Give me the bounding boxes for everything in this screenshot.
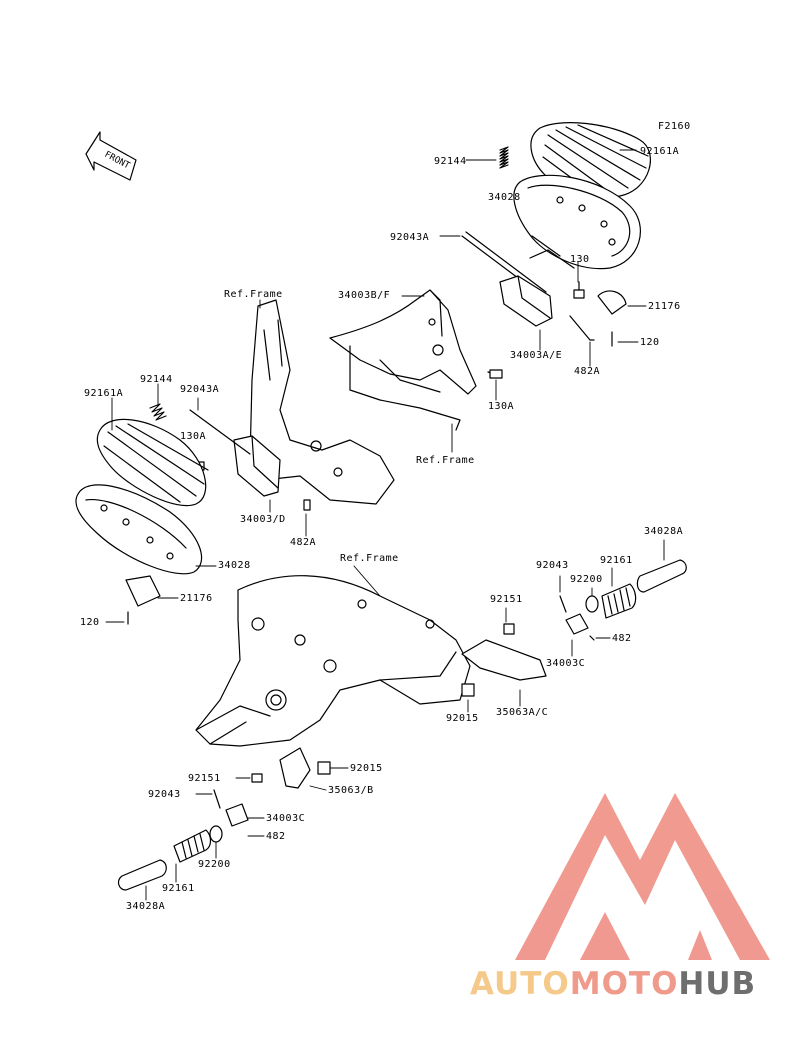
part-label-35063b: 35063/B (328, 785, 374, 796)
washer-92200-right (585, 595, 599, 613)
bolt-92151-left (251, 773, 263, 783)
nut-92015-right (461, 683, 475, 697)
part-label-120-left: 120 (80, 617, 100, 628)
part-label-34003c-left: 34003C (266, 813, 306, 824)
bracket-35063ac (461, 639, 547, 681)
part-label-34003ae: 34003A/E (510, 350, 563, 361)
front-arrow-icon (85, 131, 137, 181)
part-label-21176-left: 21176 (180, 593, 213, 604)
part-label-92200-right: 92200 (570, 574, 603, 585)
part-label-92161a-left: 92161A (84, 388, 124, 399)
part-label-92043-right: 92043 (536, 560, 569, 571)
part-label-34028-right: 34028 (488, 192, 521, 203)
part-label-92200-left: 92200 (198, 859, 231, 870)
clevis-34003c-left (225, 803, 249, 827)
watermark-auto: AUTO (470, 966, 570, 1002)
part-label-34028-left: 34028 (218, 560, 251, 571)
part-label-482a-left: 482A (290, 537, 317, 548)
part-label-92043a-left: 92043A (180, 384, 220, 395)
footboard-left (75, 484, 203, 575)
ref-frame-label-mid: Ref.Frame (416, 455, 475, 466)
part-label-21176-right: 21176 (648, 301, 681, 312)
frame-lower (195, 575, 471, 747)
part-label-92015-right: 92015 (446, 713, 479, 724)
part-label-482a-right: 482A (574, 366, 601, 377)
bolt-92151-right (503, 623, 515, 635)
watermark-moto: MOTO (569, 966, 679, 1002)
peg-sleeve-34028a-left (117, 859, 167, 891)
part-label-34028a-right: 34028A (644, 526, 684, 537)
part-label-92151-left: 92151 (188, 773, 221, 784)
part-label-92043a-right: 92043A (390, 232, 430, 243)
bracket-21176-right (597, 290, 627, 315)
part-label-120-right: 120 (640, 337, 660, 348)
bolt-130 (573, 281, 585, 299)
spring-left (149, 403, 167, 421)
part-label-92043-left: 92043 (148, 789, 181, 800)
part-label-130a-right: 130A (488, 401, 515, 412)
part-label-34003bf: 34003B/F (338, 290, 391, 301)
washer-92200-left (209, 825, 223, 843)
frame-bracket-34003bf (329, 289, 477, 431)
pin-92043-left (213, 789, 221, 809)
bolt-130a-right (489, 369, 503, 379)
ref-frame-label-low: Ref.Frame (340, 553, 399, 564)
part-label-482-left: 482 (266, 831, 286, 842)
bracket-34003ae (499, 275, 553, 327)
clevis-34003c-right (565, 613, 589, 635)
part-label-92015-left: 92015 (350, 763, 383, 774)
part-label-92144-left: 92144 (140, 374, 173, 385)
peg-rubber-92161-right (601, 583, 637, 619)
bracket-21176-left (125, 575, 161, 607)
nut-92015-left (317, 761, 331, 775)
pin-92043-right (559, 595, 567, 613)
automotohub-logo-icon (515, 793, 770, 960)
diagram-code: F2160 (658, 121, 691, 132)
watermark-brand-text: AUTOMOTOHUB (470, 966, 756, 1002)
part-label-92161-left: 92161 (162, 883, 195, 894)
part-label-482-right: 482 (612, 633, 632, 644)
footboard-mat-left (96, 418, 209, 507)
part-label-130-right: 130 (570, 254, 590, 265)
watermark-hub: HUB (678, 966, 757, 1002)
part-label-34003c-right: 34003C (546, 658, 586, 669)
collar-482a-left (303, 499, 311, 511)
peg-rubber-92161-left (173, 829, 212, 863)
part-label-92144-right: 92144 (434, 156, 467, 167)
part-label-92151-right: 92151 (490, 594, 523, 605)
part-label-34003d: 34003/D (240, 514, 286, 525)
pin-92043a-left (189, 409, 251, 455)
part-label-92161a-right: 92161A (640, 146, 680, 157)
part-label-130a-left: 130A (180, 431, 207, 442)
peg-sleeve-34028a-right (636, 559, 687, 593)
bracket-35063b (279, 747, 311, 789)
spring-right (499, 146, 509, 169)
part-label-92161-right: 92161 (600, 555, 633, 566)
part-label-34028a-left: 34028A (126, 901, 166, 912)
part-label-35063ac: 35063A/C (496, 707, 549, 718)
ref-frame-label-top: Ref.Frame (224, 289, 283, 300)
